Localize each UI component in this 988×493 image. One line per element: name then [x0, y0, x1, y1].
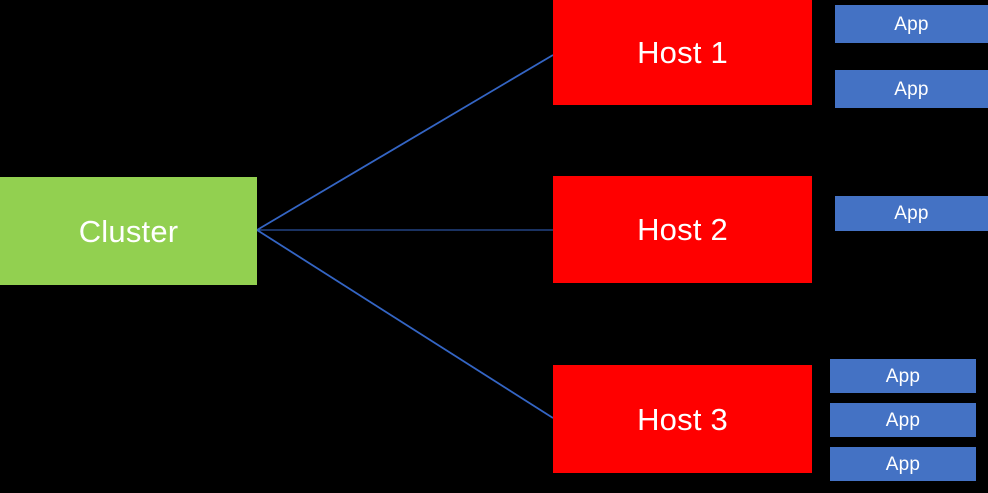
host-node-1[interactable]: Host 1 — [553, 0, 812, 105]
app-node-host3-1[interactable]: App — [830, 359, 976, 393]
app-node-label: App — [894, 13, 929, 35]
app-node-host3-2[interactable]: App — [830, 403, 976, 437]
app-node-host1-2[interactable]: App — [835, 70, 988, 108]
app-node-label: App — [894, 203, 929, 224]
host-node-3[interactable]: Host 3 — [553, 365, 812, 473]
host-node-2[interactable]: Host 2 — [553, 176, 812, 283]
cluster-node[interactable]: Cluster — [0, 177, 257, 285]
app-node-host3-3[interactable]: App — [830, 447, 976, 481]
app-node-label: App — [885, 365, 921, 387]
connector-lines — [256, 54, 554, 419]
cluster-to-host-1 — [256, 54, 554, 231]
app-node-label: App — [894, 78, 929, 100]
app-node-host1-1[interactable]: App — [835, 5, 988, 43]
host-node-label: Host 2 — [637, 212, 728, 247]
host-node-label: Host 3 — [637, 401, 728, 437]
host-node-label: Host 1 — [637, 35, 728, 70]
cluster-to-host-3 — [256, 229, 554, 419]
app-node-host2-1[interactable]: App — [835, 196, 988, 231]
app-node-label: App — [885, 409, 921, 431]
app-node-label: App — [885, 453, 921, 475]
cluster-node-label: Cluster — [78, 213, 179, 249]
